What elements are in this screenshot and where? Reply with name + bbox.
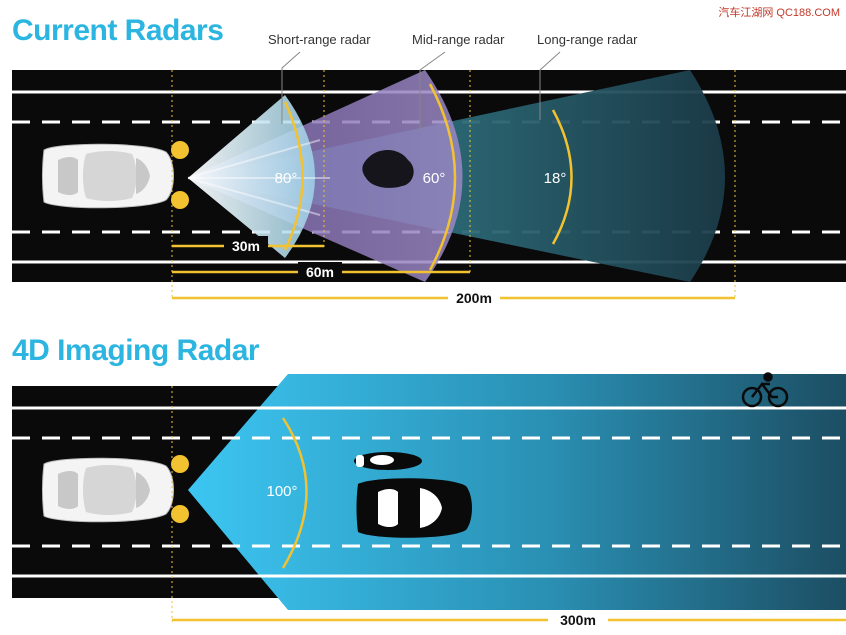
- short-range-beam: [188, 95, 315, 258]
- ego-car-current: [42, 143, 174, 209]
- watermark: 汽车江湖网 QC188.COM: [718, 7, 840, 19]
- distance-bar-imaging: [171, 386, 846, 622]
- label-bg-60m: [298, 262, 342, 282]
- label-bg-300m: [548, 610, 608, 630]
- long-range-callout: Long-range radar: [537, 32, 638, 47]
- angle-label-80: 80°: [275, 170, 298, 187]
- distance-label-30m: 30m: [232, 238, 260, 254]
- label-bg-200m: [448, 288, 500, 308]
- angle-arc-imaging: [281, 417, 308, 569]
- obstacle-blob: [362, 149, 414, 188]
- angle-label-18: 18°: [544, 170, 567, 187]
- guide-lines-current: [171, 70, 736, 300]
- distance-label-300m: 300m: [560, 612, 596, 628]
- target-car: [356, 478, 472, 538]
- callout-leaders: [281, 51, 561, 130]
- label-bg-30m: [224, 236, 268, 256]
- headlight-right-imaging: [171, 505, 189, 523]
- headlight-left-current: [171, 141, 189, 159]
- mid-range-beam: [188, 70, 463, 282]
- distance-label-60m: 60m: [306, 264, 334, 280]
- bicycle-icon: [741, 372, 789, 408]
- ego-car-imaging: [42, 457, 174, 523]
- motorcycle-icon: [354, 452, 422, 470]
- angle-label-100: 100°: [266, 483, 297, 500]
- imaging-radar-title: 4D Imaging Radar: [12, 334, 260, 367]
- mid-range-callout: Mid-range radar: [412, 32, 505, 47]
- angle-label-60: 60°: [423, 170, 446, 187]
- imaging-radar-beam: [188, 374, 846, 610]
- headlight-left-imaging: [171, 455, 189, 473]
- short-range-callout: Short-range radar: [268, 32, 371, 47]
- distance-label-200m: 200m: [456, 290, 492, 306]
- current-radars-title: Current Radars: [12, 14, 224, 47]
- headlight-right-current: [171, 191, 189, 209]
- angle-arcs-current: [283, 83, 573, 271]
- imaging-road-lines: [12, 406, 846, 578]
